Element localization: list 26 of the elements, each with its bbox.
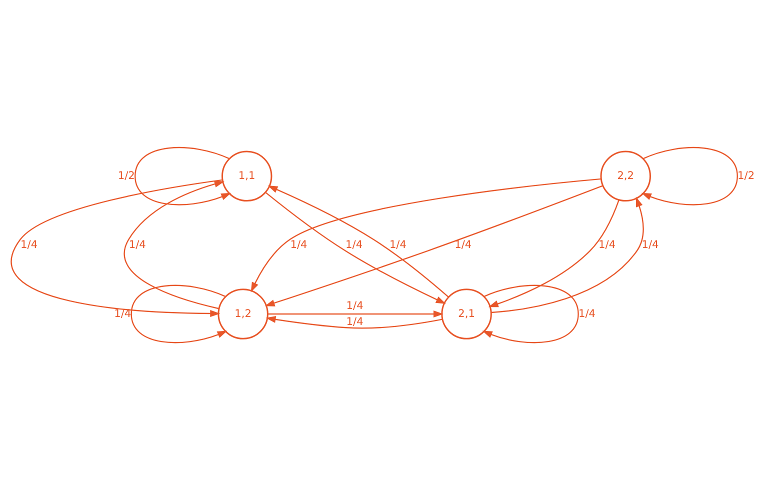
arrow [491,196,644,313]
arrow [266,315,442,328]
arrow [641,146,738,205]
edge-label: 1/4 [114,307,132,320]
arrow [12,178,222,317]
edge-label: 1/4 [346,315,364,328]
edge-label: 1/4 [642,238,659,250]
edge-label: 1/4 [128,238,146,250]
arrow [264,184,604,306]
arrow [124,180,224,309]
edge-label: 1/4 [578,307,596,320]
arrow [130,284,228,343]
arrow [488,199,620,307]
edge-label: 1/4 [20,238,38,250]
edge-label: 1/4 [454,238,472,250]
edge-label: 1/2 [738,169,755,182]
arrow [482,284,579,343]
arrow [268,310,444,318]
edge-label: 1/4 [290,238,308,250]
edge-label: 1/4 [346,238,363,250]
arrow [250,178,602,292]
arrow [134,146,232,205]
edge-label: 1/4 [598,238,616,250]
edge-label: 1/4 [389,238,407,250]
edge-label: 1/4 [346,299,364,312]
edge-label: 1/2 [118,169,135,182]
